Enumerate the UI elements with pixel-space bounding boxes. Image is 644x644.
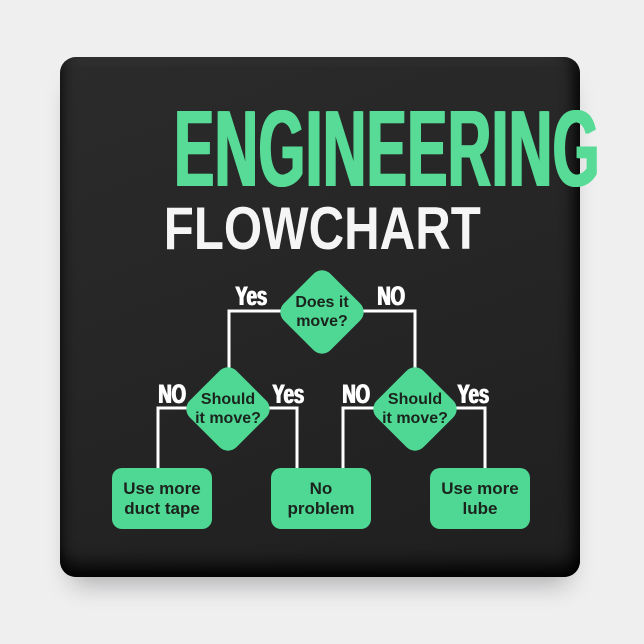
branch-label-yes: Yes: [223, 281, 279, 311]
connector-top-no: [342, 309, 417, 386]
result-text-line: duct tape: [124, 498, 200, 518]
result-text-line: problem: [287, 498, 355, 518]
connector-top-yes: [227, 309, 302, 386]
title-engineering: ENGINEERING: [0, 88, 644, 210]
branch-label-no: NO: [328, 379, 384, 409]
branch-label-no: NO: [363, 281, 419, 311]
decision-text-line: Does it: [295, 294, 349, 311]
decision-does-it-move-label: Does it move?: [276, 266, 368, 358]
branch-label-text: Yes: [457, 379, 489, 409]
branch-label-yes: Yes: [260, 379, 316, 409]
result-text-line: Use more: [123, 478, 201, 498]
decision-text-line: it move?: [382, 410, 448, 427]
result-use-more-duct-tape: Use more duct tape: [112, 468, 212, 529]
title-flowchart-text: FLOWCHART: [163, 195, 481, 262]
decision-text-line: move?: [296, 313, 348, 330]
branch-label-text: Yes: [235, 281, 267, 311]
branch-label-text: NO: [342, 379, 370, 409]
branch-label-text: NO: [377, 281, 405, 311]
result-use-more-lube: Use more lube: [430, 468, 530, 529]
decision-should-it-move-right-label: Should it move?: [369, 363, 461, 455]
title-flowchart: FLOWCHART: [0, 195, 644, 262]
result-text-line: lube: [462, 498, 498, 518]
branch-label-yes: Yes: [445, 379, 501, 409]
branch-label-text: Yes: [272, 379, 304, 409]
branch-label-no: NO: [144, 379, 200, 409]
result-no-problem: No problem: [271, 468, 371, 529]
decision-should-it-move-left-label: Should it move?: [182, 363, 274, 455]
decision-text-line: it move?: [195, 410, 261, 427]
result-text-line: No: [309, 478, 333, 498]
branch-label-text: NO: [158, 379, 186, 409]
decision-text-line: Should: [200, 391, 256, 408]
title-engineering-text: ENGINEERING: [174, 88, 600, 210]
result-text-line: Use more: [441, 478, 519, 498]
decision-text-line: Should: [387, 391, 443, 408]
